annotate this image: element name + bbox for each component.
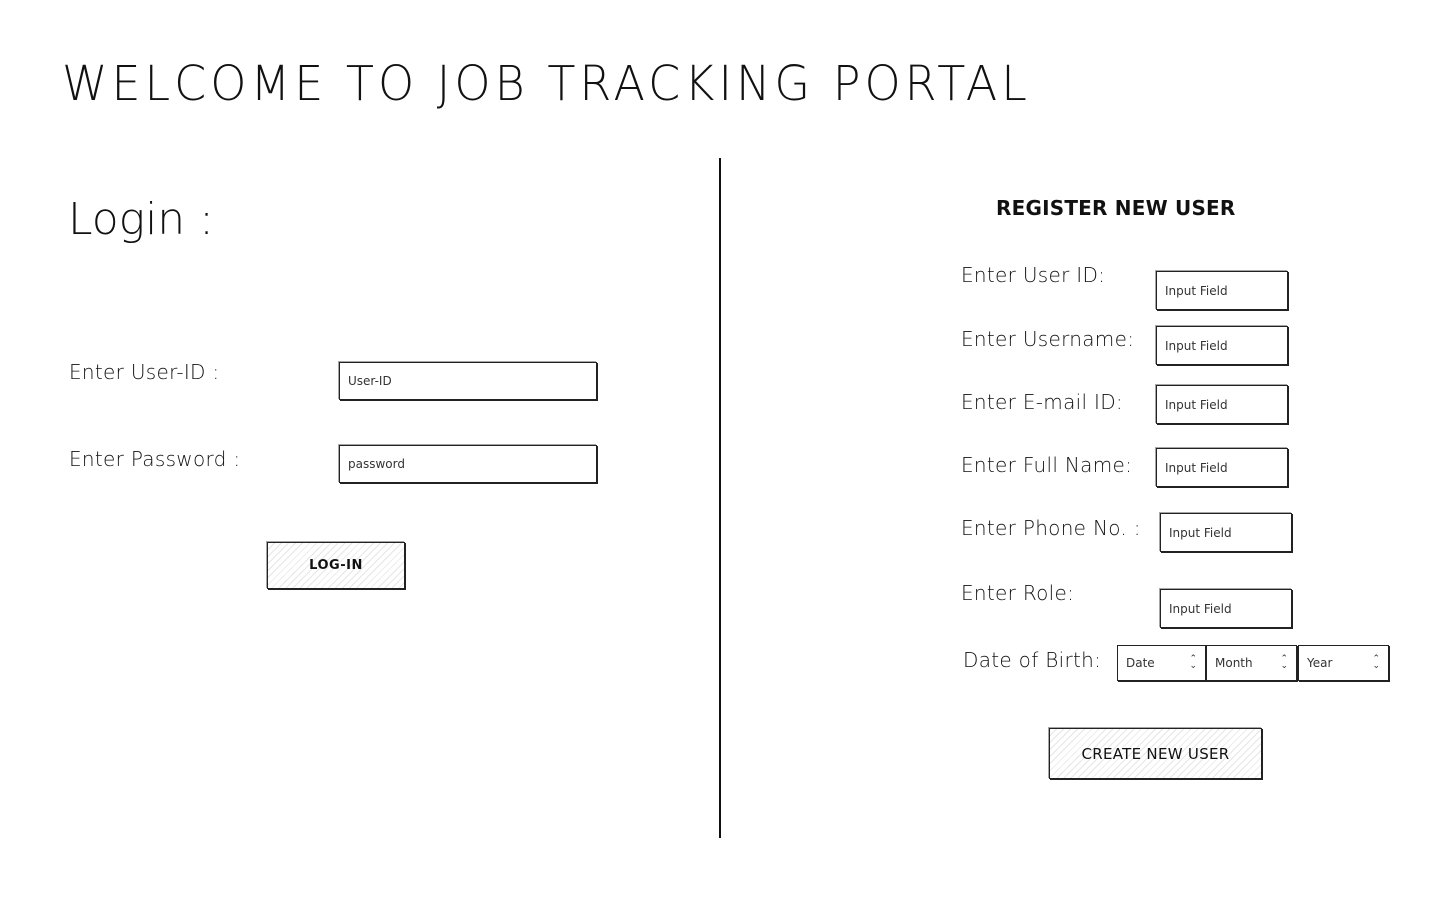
dob-year-select[interactable]: Year ⌃⌄ [1298, 645, 1389, 681]
login-user-id-input[interactable] [339, 362, 597, 400]
login-button[interactable]: LOG-IN [267, 542, 405, 589]
create-new-user-button[interactable]: CREATE NEW USER [1049, 728, 1262, 779]
register-user-id-label: Enter User ID: [961, 263, 1106, 287]
dob-date-select[interactable]: Date ⌃⌄ [1117, 645, 1206, 681]
register-role-label: Enter Role: [961, 581, 1075, 605]
chevron-up-down-icon: ⌃⌄ [1372, 654, 1380, 671]
register-user-id-input[interactable] [1156, 271, 1288, 310]
dob-year-value: Year [1307, 656, 1333, 670]
register-role-input[interactable] [1160, 589, 1292, 628]
register-full-name-label: Enter Full Name: [961, 453, 1133, 477]
register-phone-label: Enter Phone No. : [961, 516, 1141, 540]
register-phone-input[interactable] [1160, 513, 1292, 552]
chevron-up-down-icon: ⌃⌄ [1189, 654, 1197, 671]
login-button-label: LOG-IN [309, 558, 363, 573]
section-divider [719, 158, 721, 838]
dob-month-value: Month [1215, 656, 1253, 670]
register-heading: REGISTER NEW USER [996, 196, 1236, 220]
login-password-input[interactable] [339, 445, 597, 483]
dob-label: Date of Birth: [963, 648, 1102, 672]
page-title: WELCOME TO JOB TRACKING PORTAL [62, 54, 1031, 112]
dob-month-select[interactable]: Month ⌃⌄ [1206, 645, 1297, 681]
register-username-input[interactable] [1156, 326, 1288, 365]
login-heading: Login : [68, 194, 214, 245]
register-email-input[interactable] [1156, 385, 1288, 424]
register-full-name-input[interactable] [1156, 448, 1288, 487]
password-label: Enter Password : [69, 447, 241, 471]
register-email-label: Enter E-mail ID: [961, 390, 1123, 414]
create-new-user-label: CREATE NEW USER [1081, 744, 1230, 763]
chevron-up-down-icon: ⌃⌄ [1280, 654, 1288, 671]
register-username-label: Enter Username: [961, 327, 1135, 351]
dob-date-value: Date [1126, 656, 1155, 670]
user-id-label: Enter User-ID : [69, 360, 220, 384]
